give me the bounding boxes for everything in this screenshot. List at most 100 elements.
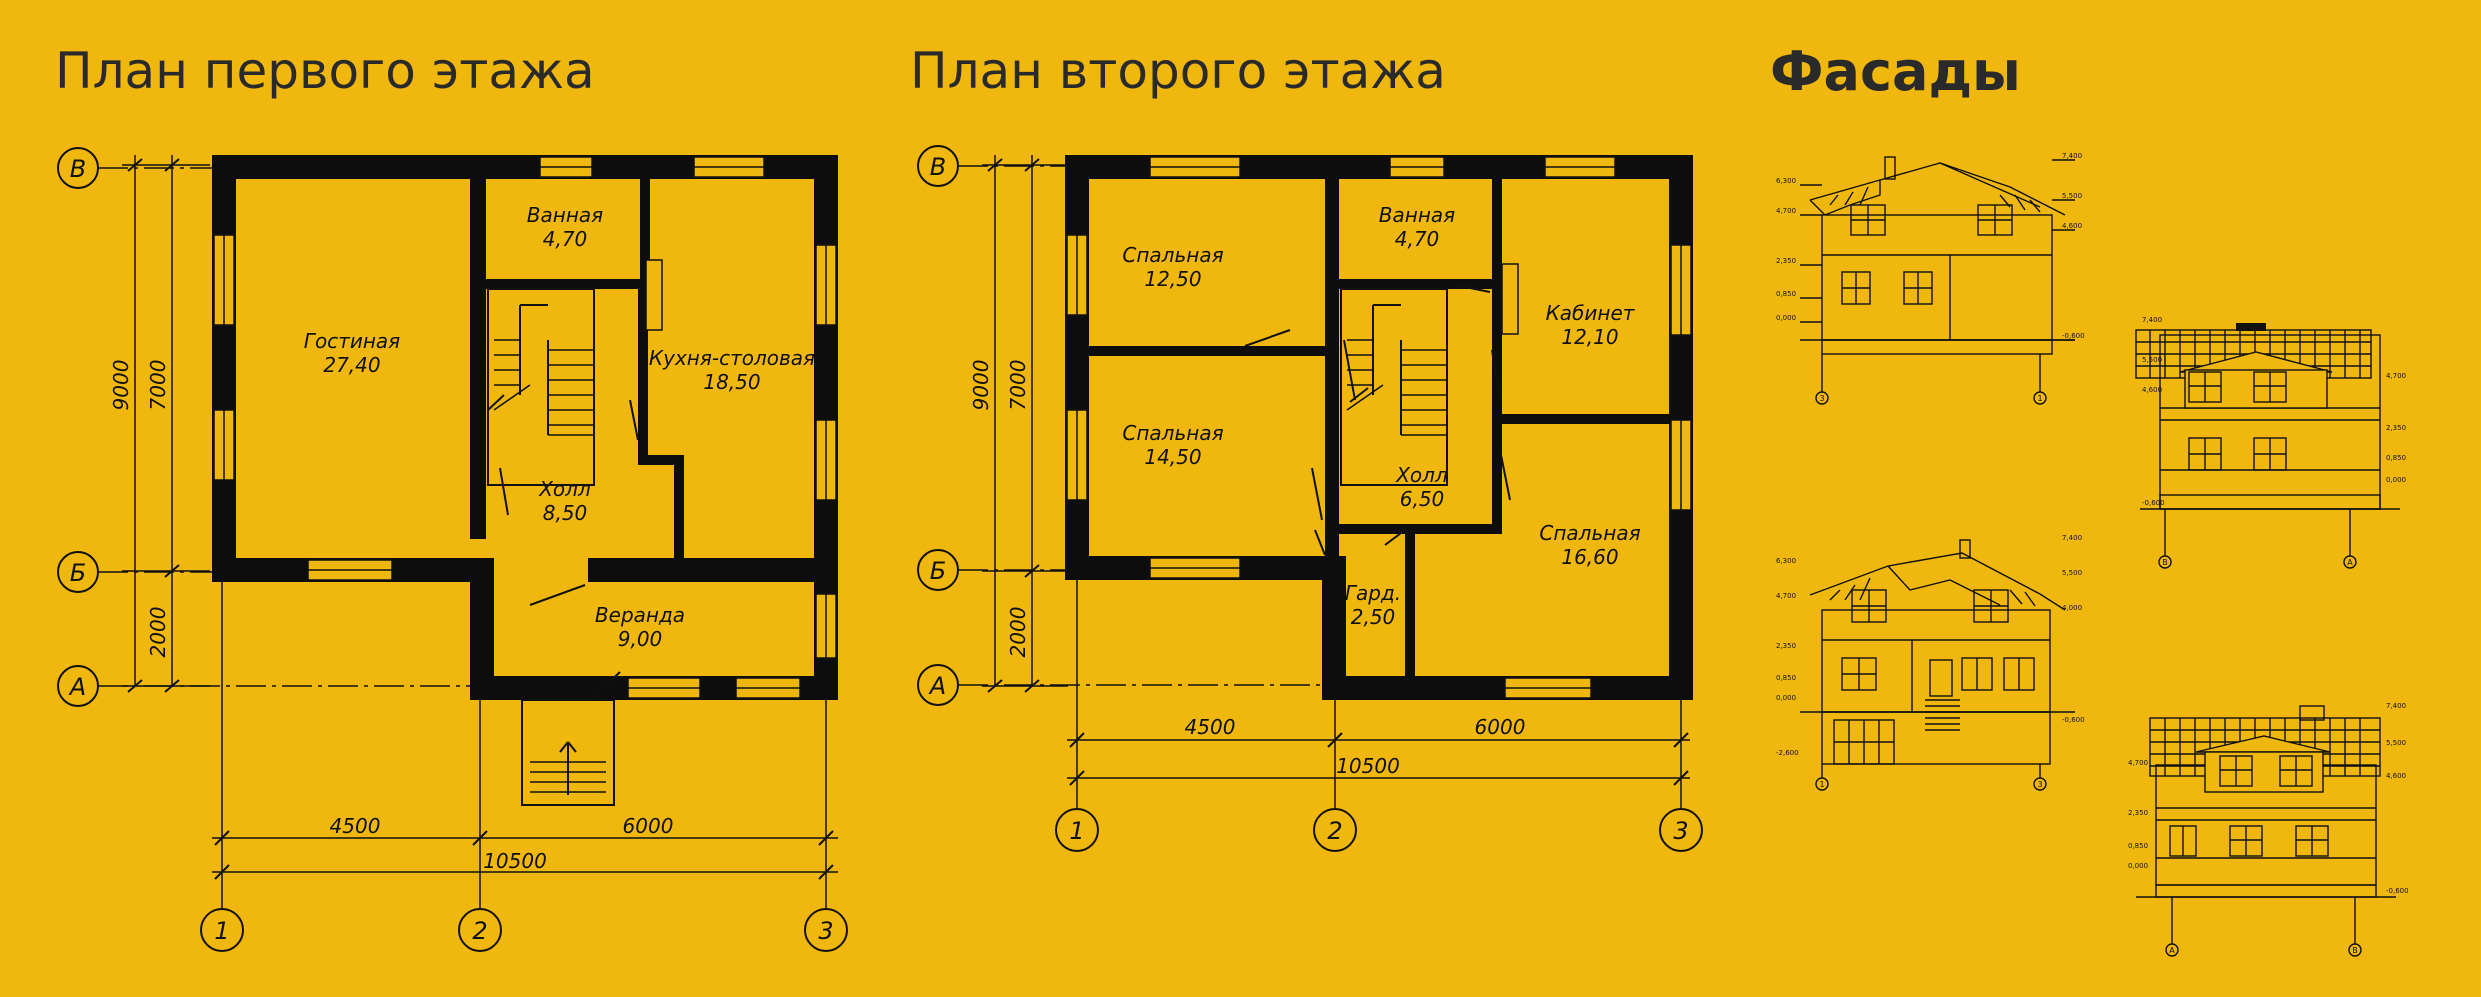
room-bath-area: 4,70 (543, 227, 588, 251)
room-kitchen-name: Кухня-столовая (649, 346, 815, 370)
plan2-axis-b: Б (917, 549, 1068, 591)
room-bedroom3-area: 16,60 (1561, 545, 1618, 569)
svg-text:3: 3 (1819, 394, 1824, 403)
plan2: 9000 7000 2000 В Б А (917, 145, 1703, 852)
svg-text:-0,600: -0,600 (2062, 716, 2085, 724)
plan1-axis-a: А (57, 665, 470, 707)
svg-text:4,700: 4,700 (1776, 592, 1796, 600)
svg-text:В: В (2162, 558, 2168, 567)
svg-text:4,700: 4,700 (2386, 372, 2406, 380)
room-bedroom2-name: Спальная (1122, 421, 1223, 445)
plan1-axis-3: 3 (804, 908, 848, 952)
plan1-dim-9000: 9000 (109, 360, 133, 411)
room-kitchen-area: 18,50 (703, 370, 760, 394)
room-hall-area: 8,50 (543, 501, 588, 525)
facade-4: 7,400 5,500 4,600 4,700 2,350 0,850 0,00… (2128, 702, 2409, 957)
svg-text:2,350: 2,350 (1776, 642, 1796, 650)
svg-text:В: В (70, 155, 86, 183)
plan1-title: План первого этажа (55, 42, 595, 100)
plan2-axis-a: А (917, 664, 1325, 706)
svg-text:5,500: 5,500 (2142, 356, 2162, 364)
svg-text:Б: Б (70, 559, 86, 587)
room-bath2-name: Ванная (1379, 203, 1455, 227)
svg-text:2: 2 (472, 917, 487, 945)
plan1-dim-10500: 10500 (483, 849, 547, 873)
svg-text:2,350: 2,350 (2386, 424, 2406, 432)
svg-text:А: А (2169, 946, 2175, 955)
svg-text:7,400: 7,400 (2142, 316, 2162, 324)
plan2-stairs (1346, 304, 1447, 436)
svg-text:0,850: 0,850 (2128, 842, 2148, 850)
plan2-doors (1244, 284, 1511, 556)
plan2-title: План второго этажа (910, 42, 1446, 100)
plan2-axis-1: 1 (1055, 808, 1099, 852)
plan1-axis-v: В (57, 147, 215, 189)
room-living-name: Гостиная (304, 329, 400, 353)
plan2-dim-6000: 6000 (1475, 715, 1526, 739)
plan2-axis-v: В (917, 145, 1068, 187)
facade-1: 6,300 4,700 2,350 0,850 0,000 7,400 5,50… (1776, 152, 2085, 405)
svg-text:-0,600: -0,600 (2062, 332, 2085, 340)
plan1-stairs (493, 304, 594, 436)
plan1-axis-b: Б (57, 551, 215, 593)
svg-text:2,350: 2,350 (2128, 809, 2148, 817)
plan1-dimension-horizontal: 4500 6000 10500 (212, 580, 838, 910)
svg-text:-0,600: -0,600 (2142, 499, 2165, 507)
svg-text:-2,600: -2,600 (1776, 749, 1799, 757)
room-hall-name: Холл (538, 477, 591, 501)
svg-text:А: А (68, 673, 86, 701)
facades-title: Фасады (1770, 40, 2021, 103)
plan2-axis-3: 3 (1659, 808, 1703, 852)
svg-text:4,000: 4,000 (2062, 604, 2082, 612)
svg-text:-0,600: -0,600 (2386, 887, 2409, 895)
plan1-dim-4500: 4500 (330, 814, 381, 838)
room-living-area: 27,40 (323, 353, 380, 377)
svg-text:0,000: 0,000 (2128, 862, 2148, 870)
svg-text:1: 1 (214, 917, 229, 945)
plan2-dimension-vertical: 9000 7000 2000 (969, 155, 1068, 693)
plan1-doors (487, 394, 639, 701)
plan2-axis-2: 2 (1313, 808, 1357, 852)
svg-text:А: А (2347, 558, 2353, 567)
svg-text:0,000: 0,000 (2386, 476, 2406, 484)
facade-2: 7,400 5,500 4,600 4,700 2,350 0,850 0,00… (2135, 316, 2406, 569)
svg-text:Б: Б (930, 557, 946, 585)
facade-3: 6,300 4,700 2,350 0,850 0,000 -2,600 7,4… (1776, 534, 2085, 791)
plan1-axis-1: 1 (200, 908, 244, 952)
svg-text:6,300: 6,300 (1776, 177, 1796, 185)
svg-text:1: 1 (1819, 780, 1824, 789)
room-office-area: 12,10 (1561, 325, 1618, 349)
svg-text:0,850: 0,850 (1776, 290, 1796, 298)
plan2-dim-10500: 10500 (1336, 754, 1400, 778)
svg-text:В: В (930, 153, 946, 181)
svg-text:7,400: 7,400 (2386, 702, 2406, 710)
plan1-walls (212, 155, 838, 700)
svg-text:6,300: 6,300 (1776, 557, 1796, 565)
svg-text:3: 3 (818, 917, 833, 945)
room-veranda-area: 9,00 (618, 627, 663, 651)
plan1-windows (213, 156, 837, 699)
plan1-dim-7000: 7000 (146, 360, 170, 411)
svg-text:5,500: 5,500 (2062, 192, 2082, 200)
svg-text:4,600: 4,600 (2142, 386, 2162, 394)
svg-text:4,600: 4,600 (2386, 772, 2406, 780)
svg-text:1: 1 (2037, 394, 2042, 403)
svg-text:0,000: 0,000 (1776, 694, 1796, 702)
svg-text:4,700: 4,700 (2128, 759, 2148, 767)
plan2-dim-9000: 9000 (969, 360, 993, 411)
svg-text:0,850: 0,850 (2386, 454, 2406, 462)
plan1-room-labels: Гостиная 27,40 Ванная 4,70 Кухня-столова… (304, 203, 815, 651)
room-bedroom2-area: 14,50 (1144, 445, 1201, 469)
plan2-dimension-horizontal: 4500 6000 10500 (1067, 580, 1690, 808)
room-hall2-area: 6,50 (1400, 487, 1445, 511)
svg-text:3: 3 (2037, 780, 2042, 789)
plan2-windows (1066, 156, 1692, 699)
room-bedroom1-name: Спальная (1122, 243, 1223, 267)
plan1-axis-2: 2 (458, 908, 502, 952)
svg-text:3: 3 (1673, 817, 1688, 845)
plan2-dim-7000: 7000 (1006, 360, 1030, 411)
plan1-dimension-vertical: 9000 7000 2000 (109, 155, 210, 693)
plan1: 9000 7000 2000 В Б А (57, 147, 848, 952)
room-bedroom3-name: Спальная (1539, 521, 1640, 545)
